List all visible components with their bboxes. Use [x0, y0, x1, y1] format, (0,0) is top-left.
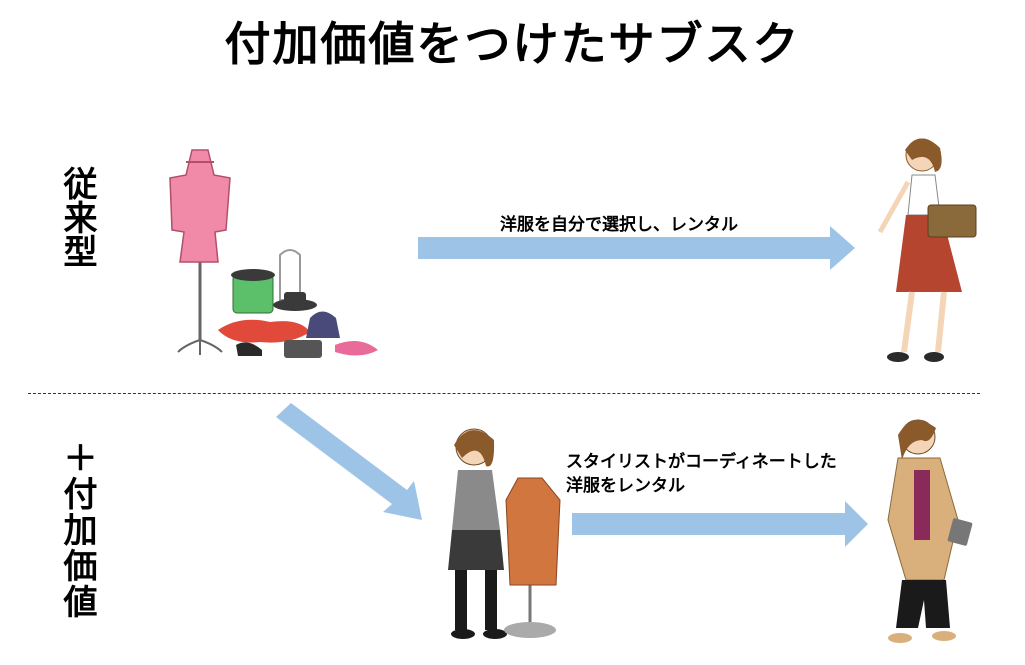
woman-with-bag-illustration — [877, 138, 977, 362]
page-title: 付加価値をつけたサブスク — [224, 17, 801, 71]
stylist-illustration — [448, 428, 561, 639]
caption-value-added-line1: スタイリストがコーディネートした — [566, 452, 837, 472]
caption-conventional: 洋服を自分で選択し、レンタル — [500, 215, 738, 235]
row-divider — [28, 393, 980, 394]
arrow-diagonal — [276, 403, 422, 520]
clothes-pile-illustration — [169, 149, 378, 358]
row-label-value-added: ＋付加価値 — [57, 440, 97, 620]
arrow-conventional — [418, 226, 855, 270]
caption-value-added-line2: 洋服をレンタル — [566, 476, 685, 496]
row-label-conventional: 従来型 — [57, 166, 97, 268]
caption-value-added: スタイリストがコーディネートした 洋服をレンタル — [566, 450, 837, 498]
arrow-value-added — [572, 501, 868, 547]
woman-in-coat-illustration — [887, 419, 973, 643]
